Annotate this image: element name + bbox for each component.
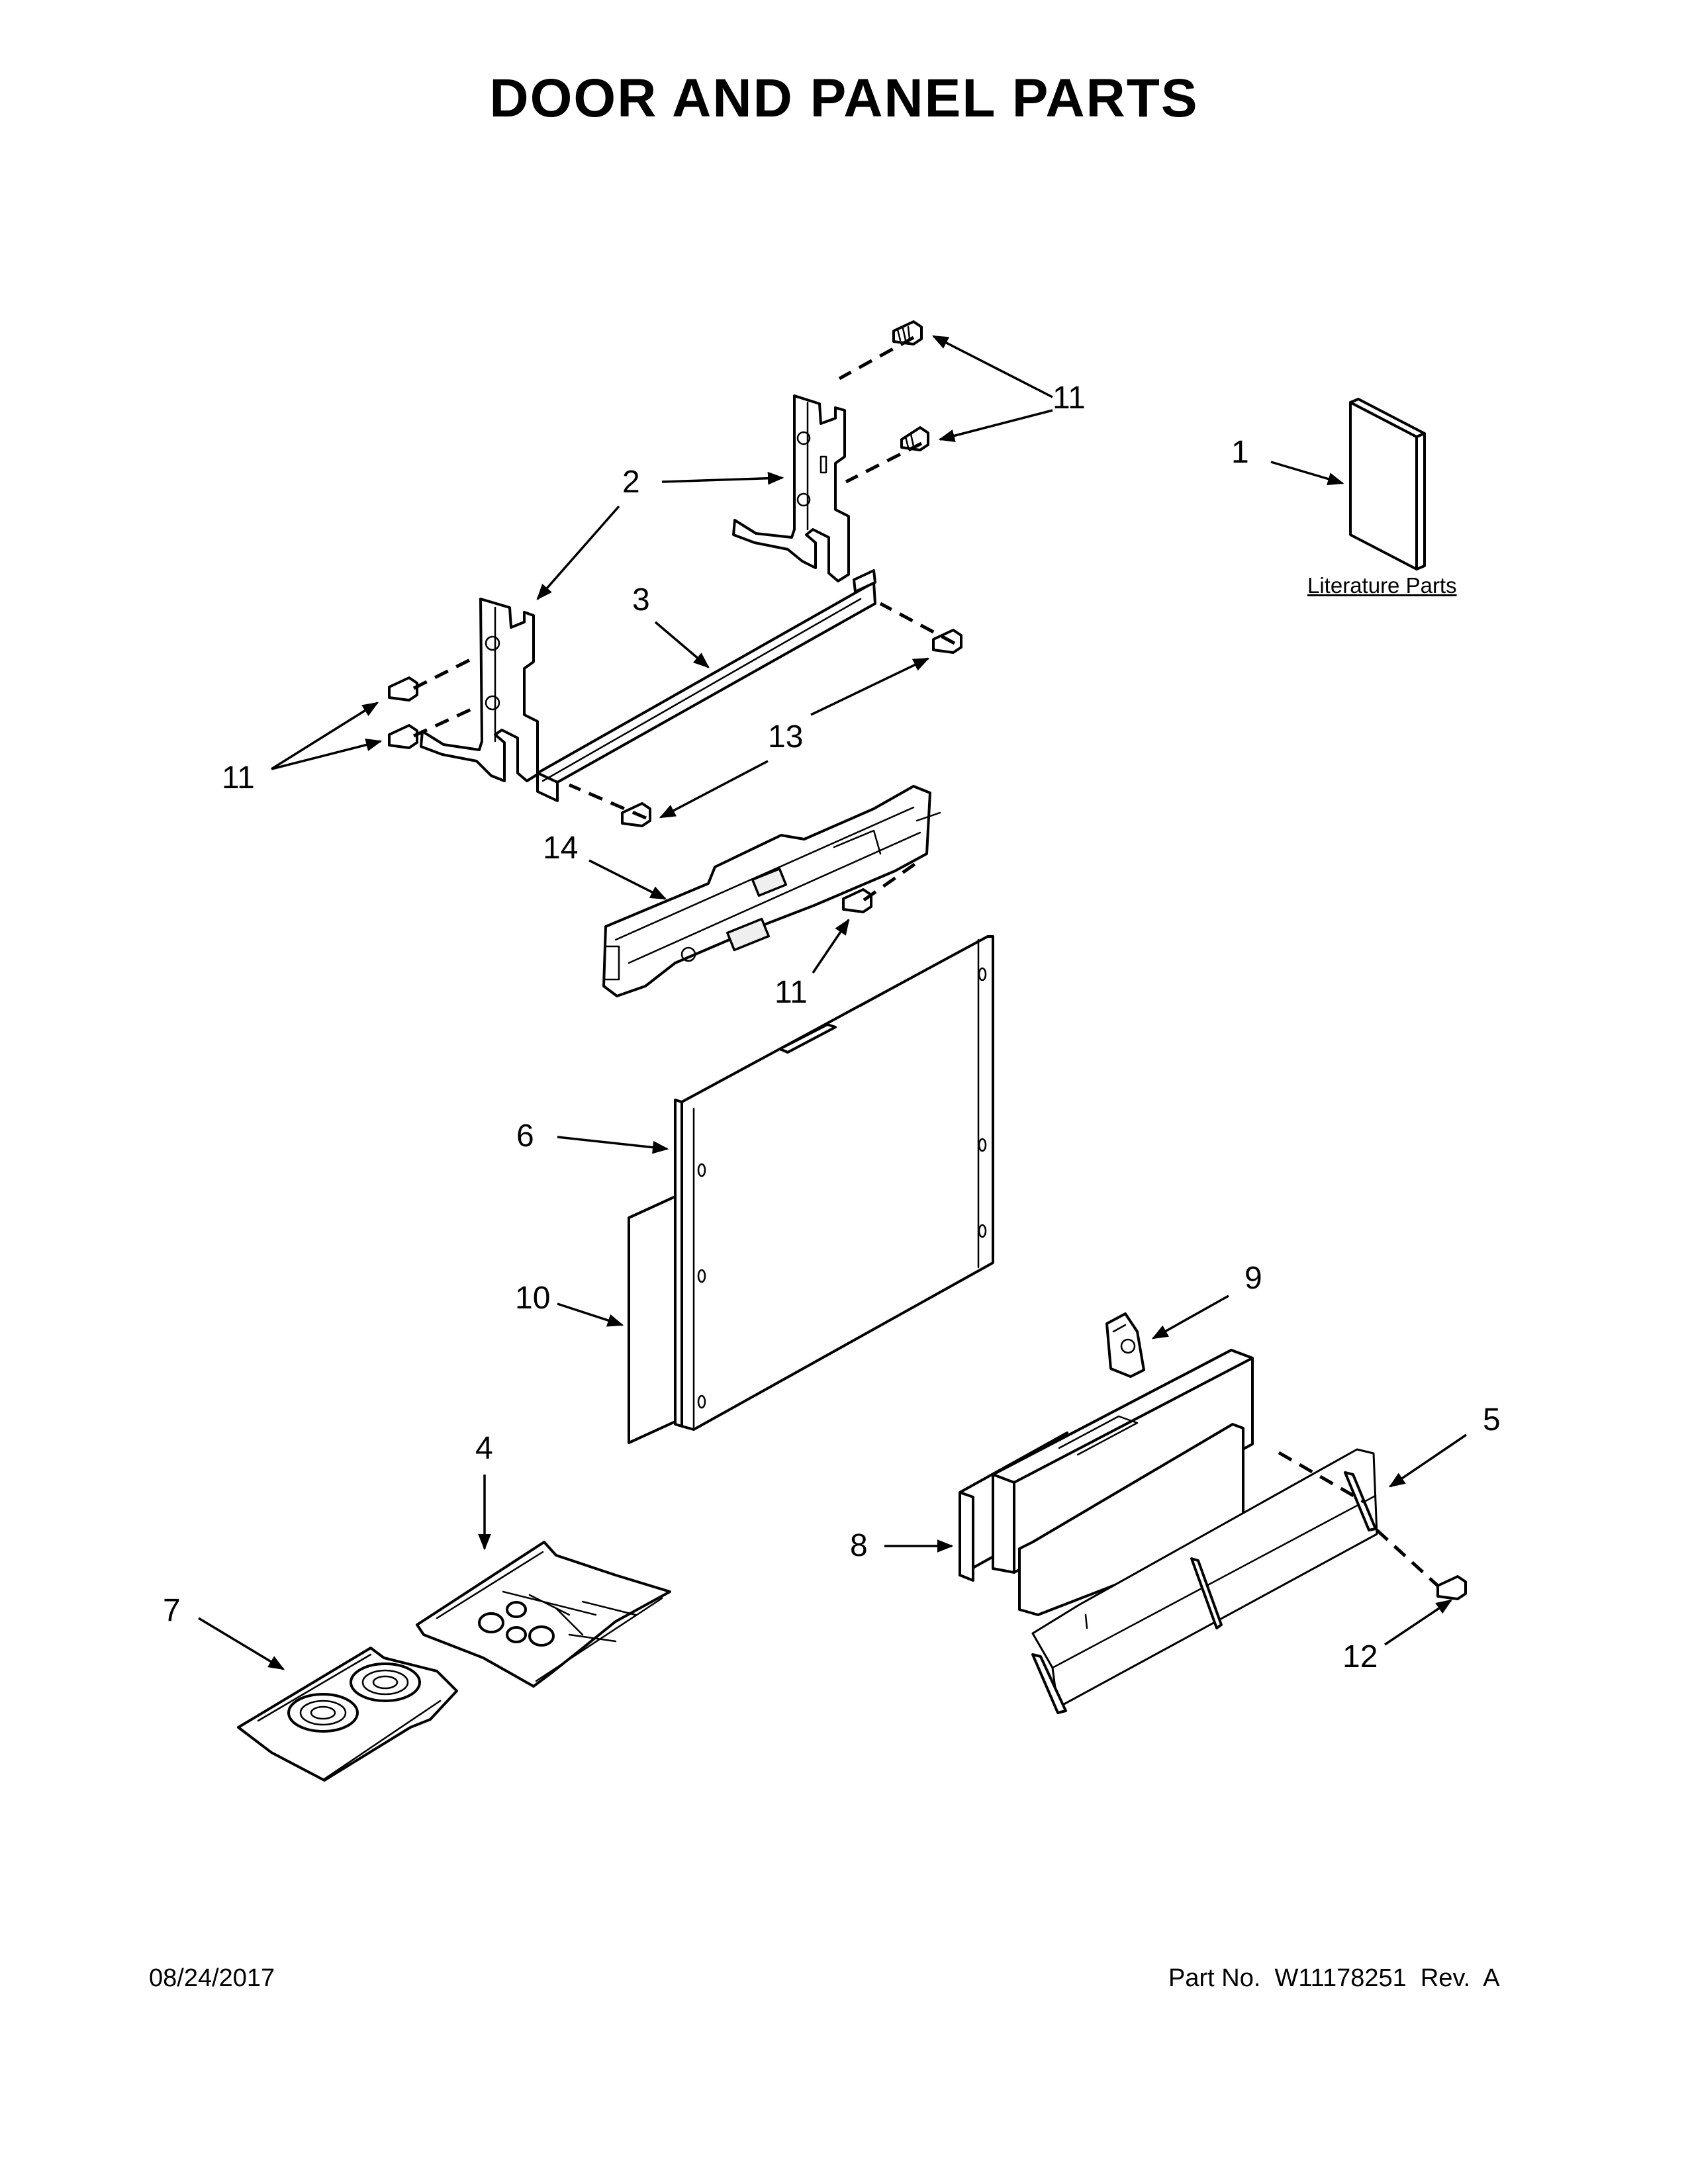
screw-part-7 <box>842 888 872 913</box>
screw-part-1 <box>892 320 923 345</box>
literature-parts-label: Literature Parts <box>1307 573 1457 598</box>
screw-part-3 <box>388 676 418 702</box>
hinge-assembly-part <box>602 785 941 997</box>
callout-4: 4 <box>475 1431 493 1466</box>
channel-rail-part <box>536 569 876 802</box>
toe-kick-block-part <box>959 1349 1254 1616</box>
door-panel-part <box>674 935 994 1431</box>
callout-11-center: 11 <box>774 975 808 1010</box>
footer-date: 08/24/2017 <box>149 1964 275 1992</box>
lower-toe-plate-part <box>1031 1448 1378 1714</box>
callout-2: 2 <box>622 465 640 500</box>
callout-7: 7 <box>163 1593 181 1628</box>
screw-part-5 <box>932 629 962 654</box>
callout-9: 9 <box>1244 1261 1262 1296</box>
footer-part-number: Part No. W11178251 Rev. A <box>1168 1964 1500 1992</box>
callout-1: 1 <box>1231 435 1249 470</box>
leader-lines <box>198 335 1467 1670</box>
callout-3: 3 <box>632 582 650 617</box>
callout-8: 8 <box>850 1528 868 1563</box>
literature-booklet-part <box>1349 398 1426 570</box>
panel-liner-part <box>628 1195 677 1444</box>
alignment-lines <box>412 336 1439 1587</box>
callout-11-top-right: 11 <box>1053 381 1086 416</box>
hinge-bracket-lower <box>420 598 539 782</box>
callout-10: 10 <box>515 1281 551 1316</box>
screw-part-8 <box>1436 1575 1467 1600</box>
callout-14: 14 <box>543 831 579 866</box>
clip-part <box>1105 1312 1145 1378</box>
callout-13: 13 <box>768 719 804 754</box>
page-title: DOOR AND PANEL PARTS <box>489 68 1199 128</box>
screw-part-4 <box>388 724 418 749</box>
callout-6: 6 <box>516 1118 534 1154</box>
foam-pads-bag-part <box>237 1647 458 1782</box>
hardware-bag-part <box>416 1541 671 1688</box>
callout-11-left: 11 <box>222 760 255 796</box>
callout-12: 12 <box>1342 1639 1378 1674</box>
hinge-bracket-upper <box>732 394 850 582</box>
callout-5: 5 <box>1483 1402 1501 1437</box>
